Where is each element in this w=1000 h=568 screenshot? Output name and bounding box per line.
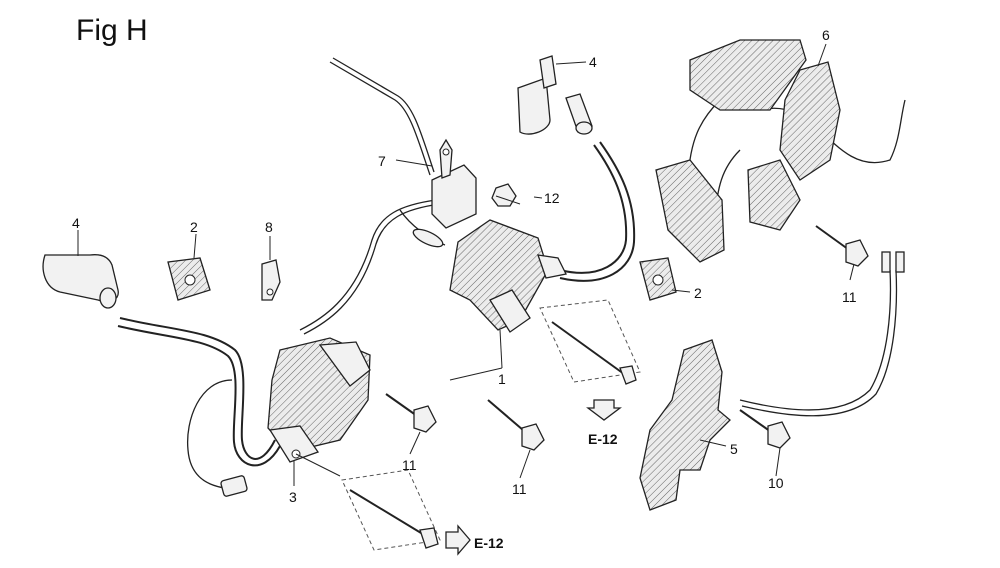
callout-5: 5 — [730, 441, 738, 457]
callout-3: 3 — [289, 489, 297, 505]
leader-lines — [77, 43, 855, 486]
wire-clip — [261, 259, 281, 301]
callout-7: 7 — [378, 153, 386, 169]
bolt-11-right — [815, 225, 869, 267]
callout-8: 8 — [265, 219, 273, 235]
ref-label-upper: E-12 — [588, 431, 618, 447]
grommet-right — [639, 257, 677, 301]
reference-box-lower — [341, 469, 441, 551]
callout-11-center: 11 — [512, 481, 527, 497]
ref-arrow-upper — [586, 399, 622, 421]
wiring — [117, 57, 906, 497]
callout-10: 10 — [768, 475, 784, 491]
callout-2-right: 2 — [694, 285, 702, 301]
callout-4-top: 4 — [589, 54, 597, 70]
charge-coil-6 — [779, 61, 841, 181]
bolt-12 — [491, 183, 521, 207]
callout-4-left: 4 — [72, 215, 80, 231]
callout-1: 1 — [498, 371, 506, 387]
callout-2-left: 2 — [190, 219, 198, 235]
ignition-module — [449, 219, 567, 333]
callout-6: 6 — [822, 27, 830, 43]
spark-plug-cap-left — [42, 254, 119, 309]
bolt-10 — [739, 409, 791, 449]
module-bolt — [487, 399, 545, 451]
callout-11-right: 11 — [842, 289, 857, 305]
callout-11-left: 11 — [402, 457, 417, 473]
pulser-coil — [639, 339, 731, 511]
callout-12: 12 — [544, 190, 560, 206]
grommet-left — [167, 257, 211, 301]
spark-plug-cap-top — [517, 55, 593, 135]
figure-title: Fig H — [76, 14, 148, 47]
stator-upper — [655, 39, 807, 263]
coil-bolt — [385, 393, 437, 433]
ref-arrow-lower — [445, 524, 471, 556]
ref-label-lower: E-12 — [474, 535, 504, 551]
reference-box-upper — [539, 299, 641, 385]
connector-block — [431, 138, 477, 229]
ignition-coil — [267, 337, 371, 463]
